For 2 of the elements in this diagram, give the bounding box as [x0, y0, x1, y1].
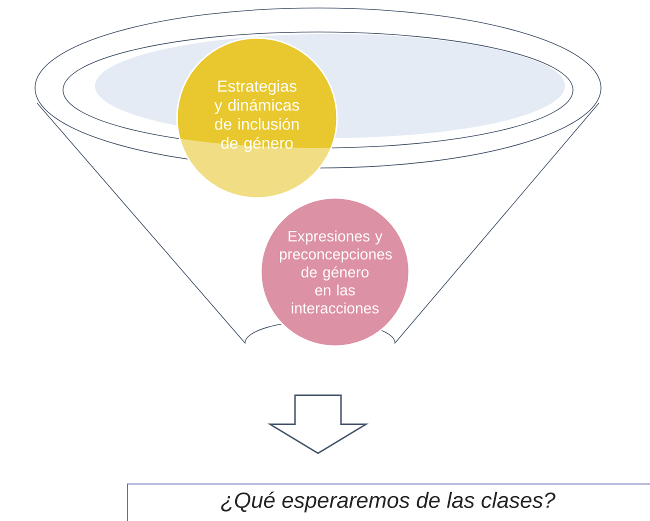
block-arrow	[267, 394, 369, 454]
text-box: ¿Qué esperaremos de las clases?	[127, 484, 650, 521]
